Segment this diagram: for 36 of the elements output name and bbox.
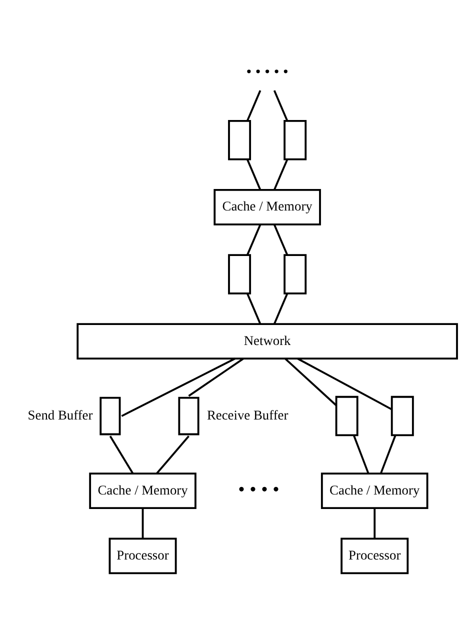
node-box: [178, 396, 200, 435]
connector: [273, 224, 288, 255]
connector: [246, 292, 262, 324]
connector: [109, 435, 134, 474]
node-box: Cache / Memory: [214, 188, 321, 225]
connector: [142, 508, 144, 538]
connector: [273, 90, 288, 121]
node-box: Network: [76, 322, 458, 360]
node-box: [228, 254, 252, 294]
connector: [246, 90, 262, 121]
node-box: Processor: [340, 537, 409, 574]
node-box: [335, 395, 358, 436]
node-box: [284, 254, 307, 294]
connector: [121, 357, 236, 416]
label: • • • •: [238, 479, 280, 500]
connector: [188, 357, 244, 396]
connector: [380, 434, 396, 474]
node-text: • • • • •: [246, 63, 288, 80]
node-box: [228, 120, 252, 160]
node-label: Receive Buffer: [206, 407, 288, 422]
node-box: Processor: [108, 537, 177, 574]
connector: [273, 158, 288, 190]
connector: [284, 358, 337, 406]
node-box: [100, 396, 121, 435]
connector: [273, 292, 288, 324]
node-box: [284, 120, 307, 160]
connector: [352, 434, 370, 474]
connector: [297, 357, 392, 410]
connector: [374, 508, 376, 538]
connector: [246, 158, 262, 190]
connector: [246, 224, 262, 255]
node-box: Cache / Memory: [89, 472, 196, 508]
node-box: Cache / Memory: [320, 472, 428, 508]
node-label: Send Buffer: [28, 407, 93, 422]
node-box: [390, 395, 414, 436]
connector: [156, 435, 190, 474]
